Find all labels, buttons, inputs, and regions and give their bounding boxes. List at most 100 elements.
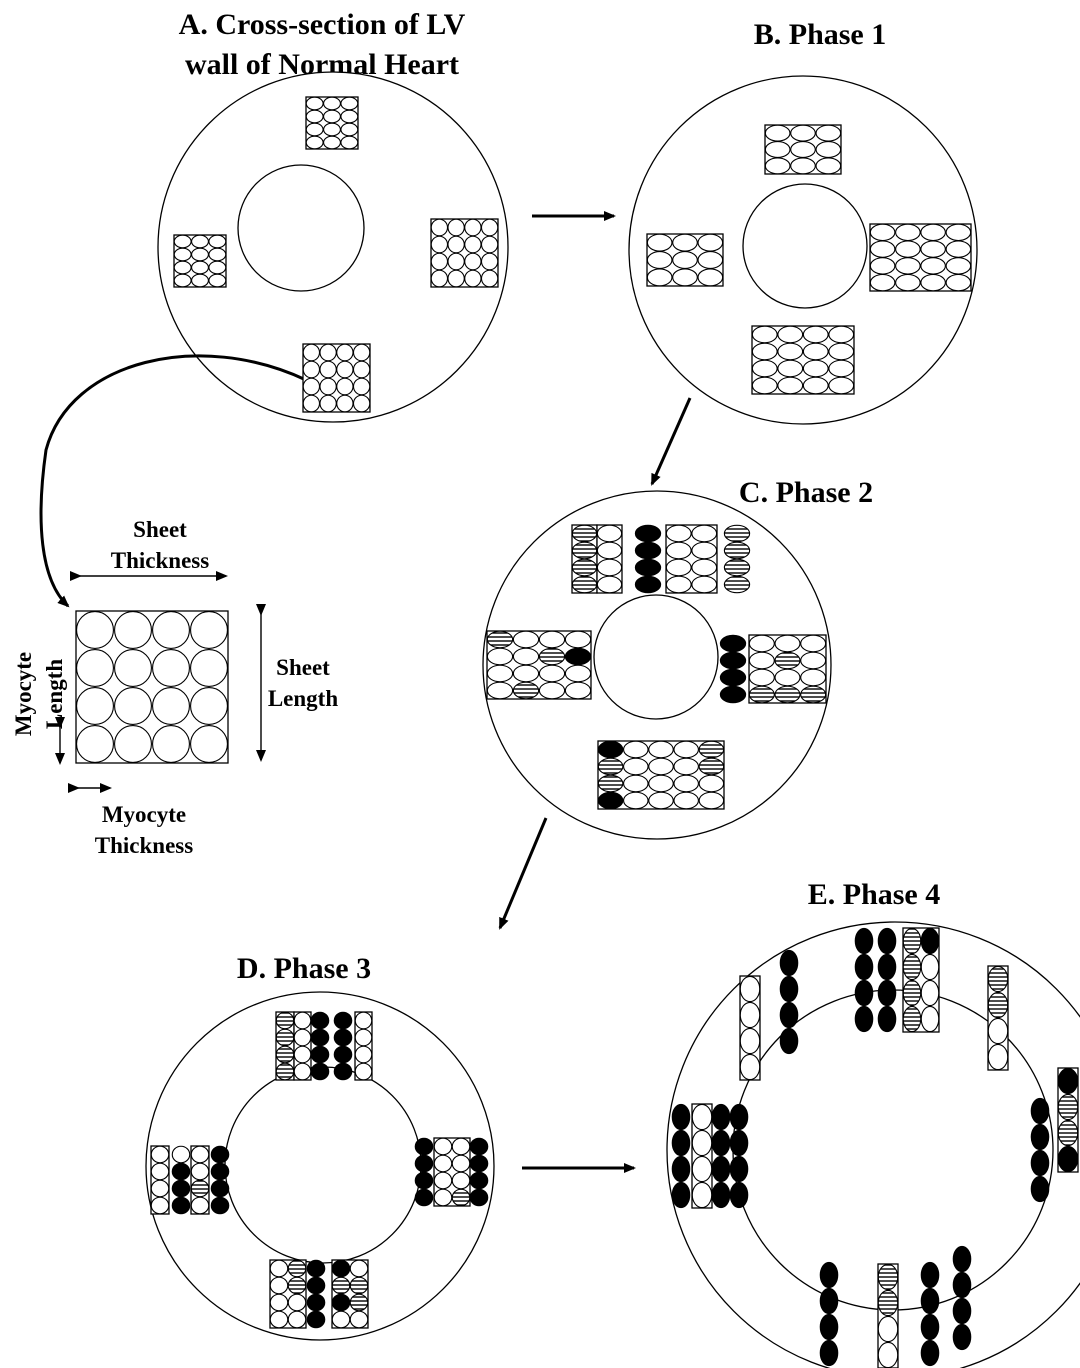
myocyte-cell [151,1146,168,1162]
e-sheet-upper-left [740,976,760,1080]
myocyte-cell [303,361,319,377]
a-sheet-bottom [303,344,370,412]
myocyte-cell [635,576,660,592]
myocyte-cell [332,1294,349,1310]
d-sheet-right [434,1138,470,1206]
myocyte-cell [191,1197,208,1213]
myocyte-cell [946,224,970,240]
myocyte-cell [172,1197,189,1213]
myocyte-cell [666,542,691,558]
myocyte-thickness-label-1: Myocyte [102,802,186,827]
myocyte-cell [306,123,323,136]
myocyte-cell [539,631,564,647]
myocyte-cell [780,1002,797,1027]
myocyte-cell [752,360,777,376]
myocyte-cell [780,976,797,1001]
myocyte-cell [780,950,797,975]
panel-a-title-line1: A. Cross-section of LV [179,8,466,41]
myocyte-cell [946,275,970,291]
myocyte-cell [816,125,841,141]
myocyte-cell [452,1138,469,1154]
myocyte-cell [878,928,895,953]
myocyte-cell [288,1294,305,1310]
myocyte-cell [151,1197,168,1213]
myocyte-cell [415,1155,432,1171]
myocyte-cell [896,258,920,274]
myocyte-cell [749,652,774,668]
myocyte-cell [672,1156,689,1181]
myocyte-cell [946,258,970,274]
myocyte-cell [765,158,790,174]
myocyte-cell [624,792,648,808]
myocyte-cell [692,1156,711,1181]
myocyte-cell [482,270,498,286]
myocyte-cell [598,792,622,808]
myocyte-cell [1058,1146,1077,1171]
myocyte-cell [270,1260,287,1276]
myocyte-cell [354,344,370,360]
myocyte-cell [921,980,938,1005]
myocyte-cell [431,270,447,286]
myocyte-cell [572,559,596,575]
myocyte-cell [801,669,826,685]
myocyte-cell [820,1262,837,1287]
myocyte-cell [1031,1098,1048,1123]
myocyte-cell [341,97,358,110]
myocyte-cell [903,980,920,1005]
myocyte-cell [434,1155,451,1171]
myocyte-cell [77,612,114,649]
d-sheet-left-1 [151,1146,169,1214]
myocyte-cell [635,559,660,575]
myocyte-cell [598,741,622,757]
myocyte-cell [878,1264,897,1289]
b-sheet-left [647,234,723,286]
myocyte-cell [775,652,800,668]
sheet-length-label-1: Sheet [276,655,330,680]
a-sheet-left [174,235,226,287]
myocyte-cell [448,270,464,286]
myocyte-cell [431,253,447,269]
myocyte-cell [539,648,564,664]
myocyte-cell [673,269,698,286]
myocyte-cell [829,326,854,342]
myocyte-thickness-label-2: Thickness [95,833,193,858]
myocyte-cell [355,1063,371,1079]
myocyte-cell [946,241,970,257]
myocyte-cell [674,741,698,757]
c-sheet-right [749,635,826,703]
b-sheet-right [870,224,971,291]
myocyte-cell [482,219,498,235]
myocyte-cell [801,686,826,702]
myocyte-cell [1058,1068,1077,1093]
myocyte-cell [350,1277,367,1293]
myocyte-cell [294,1063,310,1079]
myocyte-cell [332,1311,349,1327]
myocyte-cell [712,1104,729,1129]
myocyte-cell [320,361,336,377]
panel-b-title: B. Phase 1 [754,18,887,51]
myocyte-cell [77,726,114,763]
myocyte-cell [465,219,481,235]
myocyte-cell [752,377,777,393]
myocyte-cell [988,1018,1007,1043]
myocyte-cell [816,158,841,174]
myocyte-cell [209,248,226,261]
myocyte-cell [565,648,590,664]
myocyte-cell [953,1298,970,1323]
myocyte-cell [829,343,854,359]
myocyte-cell [855,928,872,953]
myocyte-cell [953,1246,970,1271]
myocyte-cell [211,1146,228,1162]
myocyte-cell [452,1189,469,1205]
myocyte-cell [434,1189,451,1205]
myocyte-cell [452,1172,469,1188]
myocyte-length-label-2: Length [42,659,67,730]
myocyte-cell [572,542,596,558]
myocyte-cell [921,258,945,274]
myocyte-cell [903,1006,920,1031]
myocyte-cell [354,395,370,411]
myocyte-cell [740,1054,759,1079]
myocyte-cell [355,1012,371,1028]
myocyte-cell [192,261,209,274]
myocyte-cell [306,97,323,110]
